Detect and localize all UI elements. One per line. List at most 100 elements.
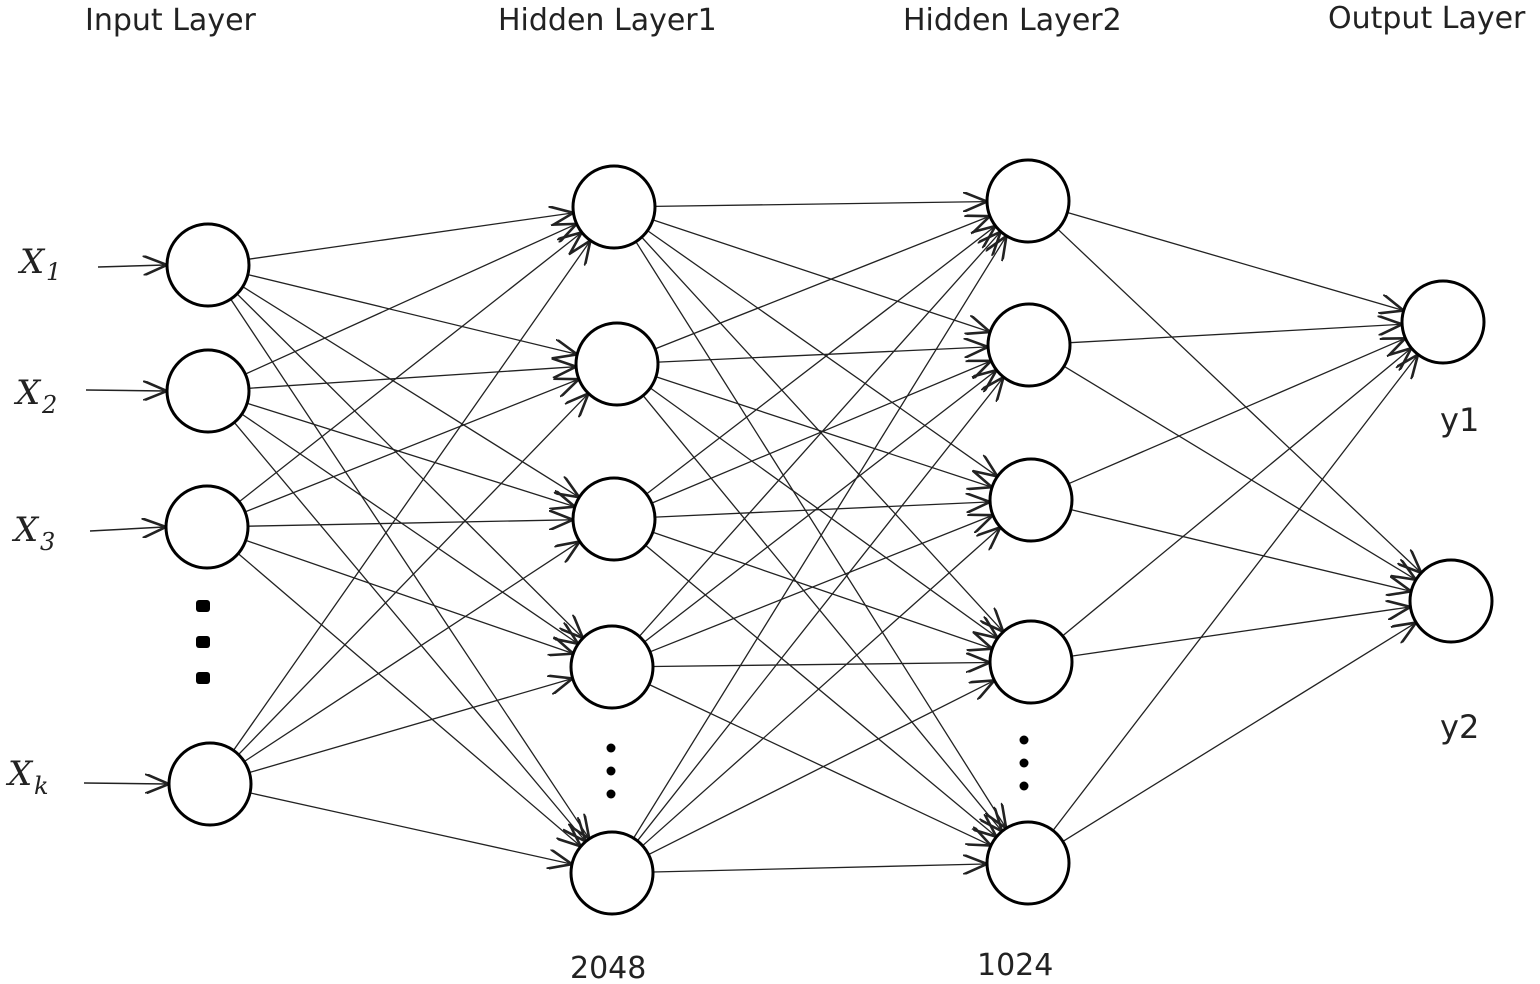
connection-edge: [654, 502, 988, 518]
connection-edge: [638, 233, 999, 637]
connection-edge: [249, 679, 570, 774]
connection-edge: [648, 683, 989, 845]
connection-edge: [247, 273, 575, 354]
connection-edge: [635, 241, 1005, 827]
connection-edge: [1063, 365, 1414, 578]
svg-text:1: 1: [46, 258, 61, 286]
connection-edge: [642, 529, 999, 847]
connection-edge: [649, 387, 996, 637]
input-arrows: [83, 265, 167, 784]
connection-edge: [652, 864, 985, 872]
connection-edge: [1062, 349, 1410, 637]
connection-edge: [649, 516, 991, 653]
svg-text:X: X: [13, 373, 42, 413]
connection-edge: [642, 395, 1001, 830]
connection-edge: [648, 681, 993, 856]
connection-edge: [645, 544, 995, 835]
connection-edge: [248, 367, 574, 389]
connection-edge: [244, 380, 577, 513]
hidden-layer1-count: 2048: [570, 951, 646, 984]
connections: [230, 202, 1420, 872]
connection-edge: [657, 347, 986, 363]
input-arrow-3: [89, 527, 164, 531]
connection-edge: [238, 395, 588, 756]
connection-edge: [245, 539, 572, 653]
input-label-xk: X k: [5, 754, 49, 800]
hidden1-neuron-4: [569, 624, 655, 710]
svg-text:X: X: [5, 754, 34, 794]
connection-edge: [1070, 508, 1409, 591]
connection-edge: [633, 238, 1006, 839]
connection-edge: [232, 242, 590, 751]
hidden2-neuron-1: [985, 158, 1071, 244]
connection-edge: [245, 225, 575, 375]
input-layer-title: Input Layer: [85, 3, 257, 38]
connection-edge: [646, 227, 994, 495]
hidden-layer2-count: 1024: [977, 948, 1053, 983]
input-arrow-4: [83, 783, 167, 784]
output-neuron-1: [1400, 279, 1486, 365]
input-arrow-2: [85, 390, 165, 391]
input-layer-ellipsis: [196, 600, 210, 684]
connection-edge: [243, 543, 578, 763]
output-neuron-2: [1408, 558, 1494, 644]
connection-edge: [241, 413, 577, 643]
input-label-x3: X 3: [11, 510, 55, 556]
svg-text:X: X: [17, 242, 46, 282]
hidden-layer2-title: Hidden Layer2: [903, 3, 1122, 38]
connection-edge: [652, 219, 988, 332]
connection-edge: [249, 792, 570, 864]
connection-edge: [652, 663, 988, 667]
input-label-x2: X 2: [13, 373, 57, 419]
connection-edge: [654, 217, 988, 350]
input-label-x1: X 1: [17, 242, 61, 286]
connection-edge: [247, 520, 571, 526]
hidden2-neuron-5: [985, 820, 1071, 906]
connection-edge: [1068, 339, 1404, 485]
hidden1-neuron-1: [571, 164, 657, 250]
hidden2-neuron-2: [986, 302, 1072, 388]
input-neuron-2: [165, 348, 251, 434]
input-neuron-3: [164, 484, 250, 570]
connection-edge: [644, 371, 996, 643]
connection-edge: [237, 553, 579, 846]
input-neuron-1: [165, 222, 251, 308]
hidden1-neuron-3: [571, 476, 657, 562]
connection-edge: [248, 213, 572, 260]
connection-edge: [236, 293, 581, 637]
connection-edge: [1069, 324, 1400, 344]
connection-edge: [1062, 624, 1415, 842]
connection-edge: [230, 298, 589, 837]
svg-text:3: 3: [40, 528, 55, 556]
connection-edge: [647, 230, 996, 476]
connection-edge: [636, 379, 1002, 842]
svg-text:2: 2: [41, 391, 57, 419]
hidden-layer1-title: Hidden Layer1: [498, 3, 717, 38]
hidden1-neuron-2: [574, 321, 660, 407]
connection-edge: [246, 402, 573, 506]
svg-text:X: X: [11, 510, 40, 550]
hidden2-neuron-4: [988, 619, 1074, 705]
svg-text:k: k: [34, 772, 49, 800]
hidden-layer1-ellipsis: [606, 743, 616, 799]
connection-edge: [1067, 211, 1401, 311]
connection-edge: [242, 286, 578, 497]
hidden2-neuron-3: [988, 457, 1074, 543]
connection-edge: [1057, 228, 1420, 571]
output-layer-title: Output Layer: [1328, 1, 1526, 36]
connection-edge: [651, 362, 990, 504]
input-neuron-4: [167, 741, 253, 827]
neurons: [164, 158, 1494, 916]
connection-edge: [1052, 356, 1417, 831]
connection-edge: [1071, 607, 1409, 657]
connection-edge: [641, 236, 1002, 630]
hidden1-neuron-5: [569, 830, 655, 916]
connection-edge: [238, 234, 580, 503]
input-arrow-1: [97, 265, 165, 267]
connection-edge: [652, 531, 991, 648]
connection-edge: [654, 202, 985, 207]
output-label-y1: y1: [1440, 401, 1479, 439]
hidden-layer2-ellipsis: [1019, 735, 1029, 791]
